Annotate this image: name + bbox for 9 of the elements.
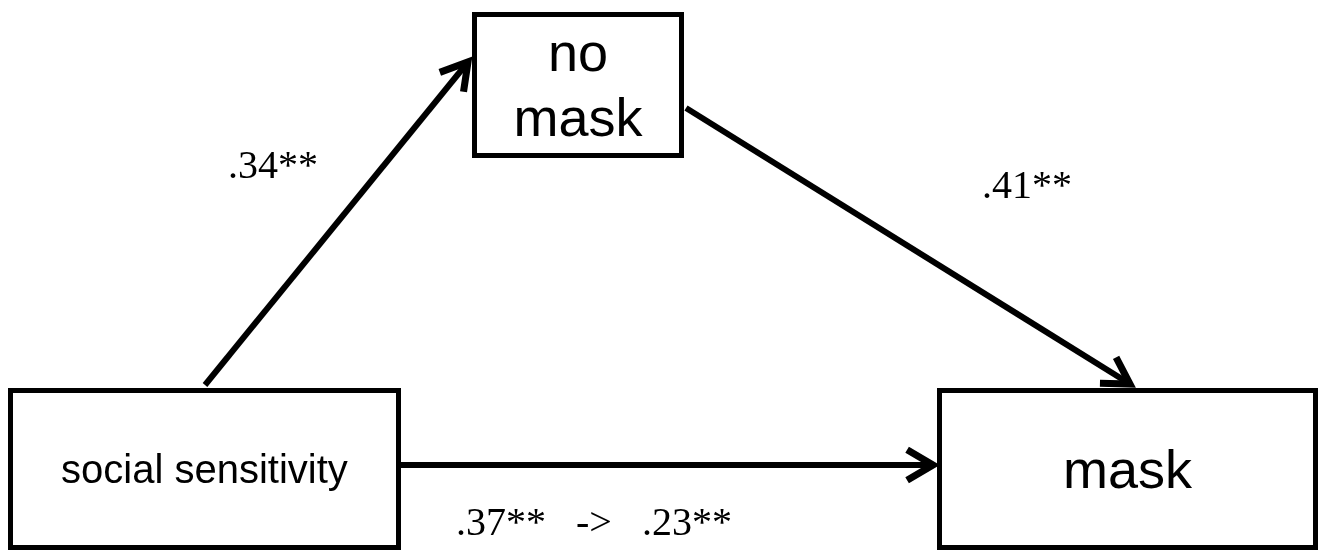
variable-box xyxy=(937,388,1318,550)
arrow xyxy=(401,446,937,484)
arrow xyxy=(202,58,472,387)
variable-box xyxy=(8,388,401,550)
box-label: no mask xyxy=(512,21,644,149)
box-label: mask xyxy=(1063,437,1192,501)
box-label: social sensitivity xyxy=(61,446,348,493)
variable-box xyxy=(472,12,684,158)
arrow xyxy=(684,105,1134,388)
